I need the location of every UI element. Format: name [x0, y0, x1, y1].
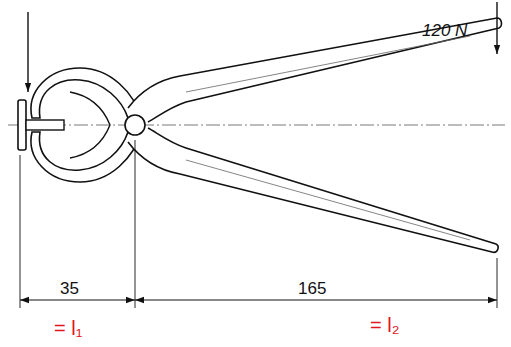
handle-edge: [186, 160, 470, 240]
dimension-line: [20, 300, 135, 301]
nail-shank: [26, 120, 64, 130]
lower-handle: [128, 128, 498, 252]
lever-arm-label: = l₂: [370, 315, 399, 335]
dimension-line: [135, 300, 497, 301]
lower-jaw: [31, 130, 142, 182]
extension-line: [20, 155, 21, 308]
upper-handle: [128, 18, 501, 122]
nail-head: [18, 100, 26, 150]
force-value: 120 N: [422, 22, 467, 39]
dimension-value: 165: [298, 280, 326, 297]
jaw-inner: [70, 92, 110, 158]
upper-jaw: [31, 68, 142, 120]
handle-edge: [186, 36, 470, 92]
lever-arm-label: = l₁: [54, 318, 82, 338]
extension-line: [135, 140, 136, 308]
center-line: [8, 125, 505, 126]
force-arrow: [496, 2, 497, 54]
dimension-value: 35: [60, 280, 79, 297]
pivot-pin: [125, 115, 145, 135]
force-arrow: [27, 12, 28, 92]
